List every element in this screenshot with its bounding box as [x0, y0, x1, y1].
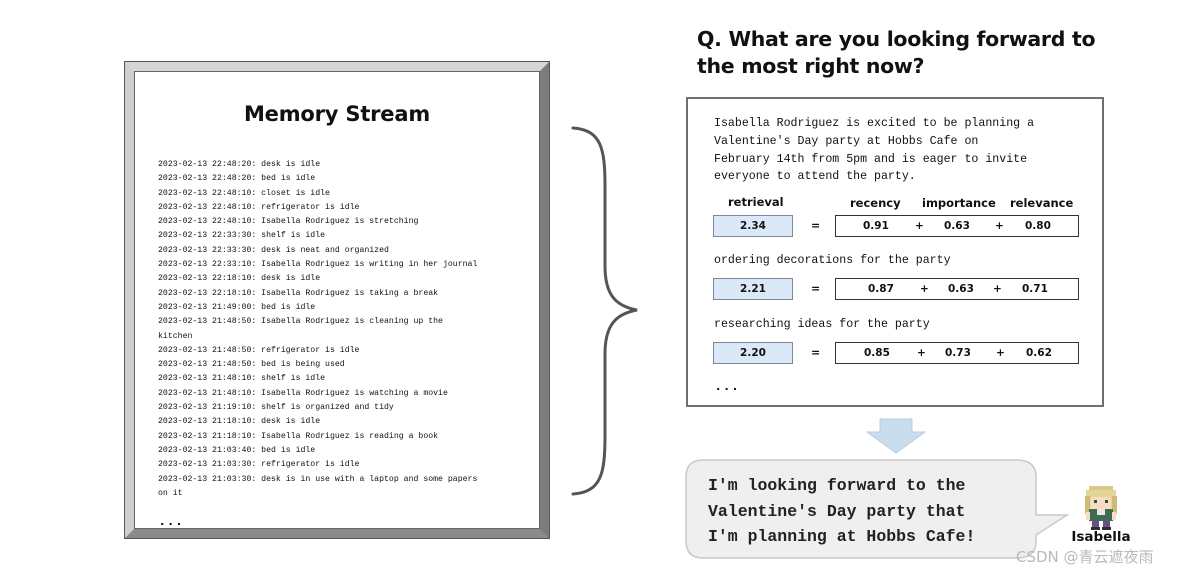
memory-stream-title: Memory Stream [243, 102, 431, 126]
memory-entry: 2023-02-13 22:48:10: Isabella Rodriguez … [158, 217, 419, 227]
relevance-value: 0.71 [1022, 283, 1048, 295]
header-retrieval: retrieval [728, 195, 784, 209]
memory-entry: 2023-02-13 21:48:10: shelf is idle [158, 374, 326, 384]
plus-sign: + [993, 283, 1002, 295]
memory-entry: 2023-02-13 21:48:10: Isabella Rodriguez … [158, 388, 448, 398]
answer-line: I'm looking forward to the [708, 476, 966, 495]
memory-entry: 2023-02-13 22:18:10: desk is idle [158, 274, 321, 284]
plus-sign: + [995, 220, 1004, 232]
memory-entry: 2023-02-13 22:33:30: shelf is idle [158, 231, 326, 241]
memory-entry: 2023-02-13 21:18:10: desk is idle [158, 417, 321, 427]
memory-entry: 2023-02-13 21:48:50: bed is being used [158, 360, 345, 370]
memory-stream-inner: Memory Stream 2023-02-13 22:48:20: desk … [134, 71, 540, 530]
header-relevance: relevance [1010, 196, 1074, 210]
memory-text-line: Isabella Rodriguez is excited to be plan… [714, 117, 1035, 130]
curly-brace-icon [571, 126, 638, 496]
memory-text-line: everyone to attend the party. [714, 170, 916, 184]
question-line-2: the most right now? [697, 54, 925, 78]
memory-entry: 2023-02-13 21:19:10: shelf is organized … [158, 403, 394, 413]
speech-bubble [685, 459, 1070, 559]
plus-sign: + [920, 283, 929, 295]
memory-entry: 2023-02-13 21:03:40: bed is idle [158, 445, 316, 455]
relevance-value: 0.62 [1026, 347, 1052, 359]
memory-stream-ellipsis: ... [158, 514, 184, 530]
recency-value: 0.91 [863, 220, 889, 232]
plus-sign: + [917, 347, 926, 359]
retrieved-memory-2-text: ordering decorations for the party [714, 254, 951, 267]
equals-sign: = [811, 282, 821, 295]
header-recency: recency [850, 196, 901, 210]
answer-line: Valentine's Day party that [708, 501, 966, 521]
importance-value: 0.63 [948, 283, 974, 295]
relevance-value: 0.80 [1025, 220, 1051, 232]
memory-stream-panel: Memory Stream 2023-02-13 22:48:20: desk … [124, 61, 550, 539]
retrieval-score-2: 2.21 [713, 278, 793, 300]
agent-name-label: Isabella [1071, 529, 1131, 545]
equals-sign: = [811, 219, 821, 232]
recency-value: 0.85 [864, 347, 890, 359]
retrieval-score-1: 2.34 [713, 215, 793, 237]
plus-sign: + [915, 220, 924, 232]
header-importance: importance [922, 196, 996, 210]
memory-entry-continued: kitchen [158, 331, 193, 341]
memory-entry: 2023-02-13 21:03:30: desk is in use with… [158, 474, 478, 484]
memory-entry: 2023-02-13 22:48:10: refrigerator is idl… [158, 202, 360, 212]
question-line-1: Q. What are you looking forward to [697, 27, 1096, 51]
recency-value: 0.87 [868, 283, 894, 295]
score-components-3: 0.85 + 0.73 + 0.62 [835, 342, 1079, 364]
memory-entry-continued: on it [158, 488, 183, 498]
memory-entry: 2023-02-13 22:48:20: bed is idle [158, 174, 316, 184]
retrieval-ellipsis: ... [714, 379, 740, 395]
arrow-down-icon [865, 418, 927, 454]
memory-entry: 2023-02-13 22:48:10: closet is idle [158, 188, 330, 198]
score-components-2: 0.87 + 0.63 + 0.71 [835, 278, 1079, 300]
memory-entry: 2023-02-13 21:48:50: Isabella Rodriguez … [158, 317, 443, 327]
question-heading: Q. What are you looking forward to the m… [697, 26, 1117, 80]
answer-line: I'm planning at Hobbs Cafe! [708, 527, 976, 546]
isabella-avatar-icon [1085, 486, 1117, 530]
memory-entry: 2023-02-13 22:48:20: desk is idle [158, 160, 321, 169]
retrieval-score-3: 2.20 [713, 342, 793, 364]
memory-entry: 2023-02-13 22:33:10: Isabella Rodriguez … [158, 260, 478, 270]
importance-value: 0.73 [945, 347, 971, 359]
retrieved-memory-3-text: researching ideas for the party [714, 318, 930, 331]
plus-sign: + [996, 347, 1005, 359]
retrieval-panel: Isabella Rodriguez is excited to be plan… [686, 97, 1104, 407]
answer-text: I'm looking forward to the Valentine's D… [708, 473, 1028, 550]
equals-sign: = [811, 346, 821, 359]
memory-stream-log: 2023-02-13 22:48:20: desk is idle 2023-0… [158, 158, 528, 501]
memory-entry: 2023-02-13 21:18:10: Isabella Rodriguez … [158, 431, 439, 441]
memory-text-line: February 14th from 5pm and is eager to i… [714, 152, 1028, 166]
retrieved-memory-1-text: Isabella Rodriguez is excited to be plan… [714, 115, 1034, 186]
memory-entry: 2023-02-13 22:33:30: desk is neat and or… [158, 245, 389, 255]
memory-entry: 2023-02-13 22:18:10: Isabella Rodriguez … [158, 288, 439, 298]
watermark-text: CSDN @青云遮夜雨 [1016, 548, 1154, 566]
memory-entry: 2023-02-13 21:48:50: refrigerator is idl… [158, 345, 360, 355]
memory-entry: 2023-02-13 21:03:30: refrigerator is idl… [158, 460, 360, 470]
memory-text-line: Valentine's Day party at Hobbs Cafe on [714, 134, 979, 148]
score-components-1: 0.91 + 0.63 + 0.80 [835, 215, 1079, 237]
importance-value: 0.63 [944, 220, 970, 232]
memory-entry: 2023-02-13 21:49:00: bed is idle [158, 302, 316, 312]
